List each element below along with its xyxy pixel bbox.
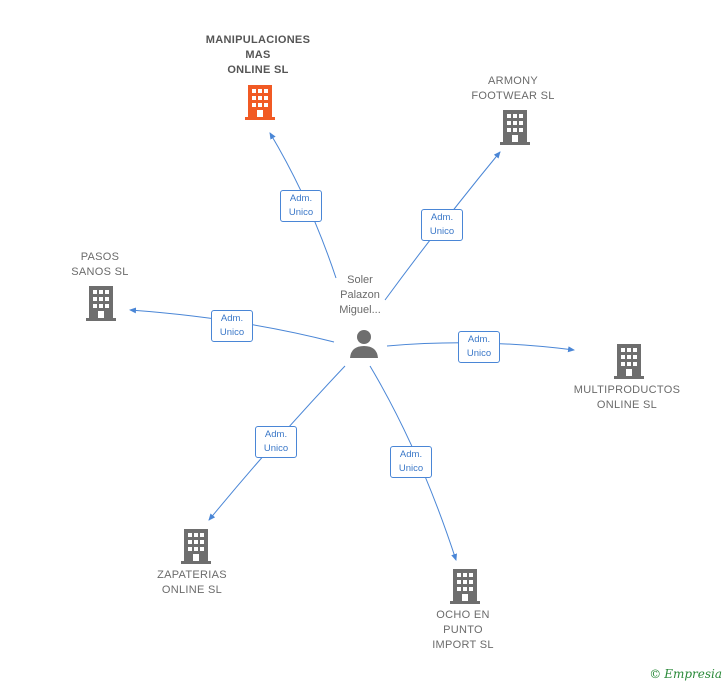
building-icon[interactable] [612, 342, 646, 380]
company-label-multiproductos[interactable]: MULTIPRODUCTOS ONLINE SL [573, 384, 681, 411]
person-icon[interactable] [348, 328, 380, 358]
building-icon[interactable] [448, 567, 482, 605]
edge-label-zapaterias[interactable]: Adm. Unico [255, 426, 297, 458]
edge-label-multiproductos[interactable]: Adm. Unico [458, 331, 500, 363]
footer-brand[interactable]: ©Empresia [649, 667, 722, 681]
company-label-pasos[interactable]: PASOS SANOS SL [71, 251, 129, 278]
building-icon[interactable] [84, 284, 118, 322]
company-label-zapaterias[interactable]: ZAPATERIAS ONLINE SL [157, 569, 227, 596]
company-label-ocho[interactable]: OCHO EN PUNTO IMPORT SL [432, 609, 494, 651]
edge-label-manipulaciones[interactable]: Adm. Unico [280, 190, 322, 222]
brand-name: Empresia [664, 667, 722, 681]
company-label-manipulaciones[interactable]: MANIPULACIONES MAS ONLINE SL [205, 34, 311, 76]
building-icon[interactable] [243, 83, 277, 121]
copyright-icon: © [649, 667, 662, 681]
building-icon[interactable] [498, 108, 532, 146]
edge-label-ocho[interactable]: Adm. Unico [390, 446, 432, 478]
edge-label-armony[interactable]: Adm. Unico [421, 209, 463, 241]
edge-label-pasos[interactable]: Adm. Unico [211, 310, 253, 342]
building-icon[interactable] [179, 527, 213, 565]
company-label-armony[interactable]: ARMONY FOOTWEAR SL [471, 75, 555, 102]
person-label[interactable]: Soler Palazon Miguel... [339, 274, 381, 316]
